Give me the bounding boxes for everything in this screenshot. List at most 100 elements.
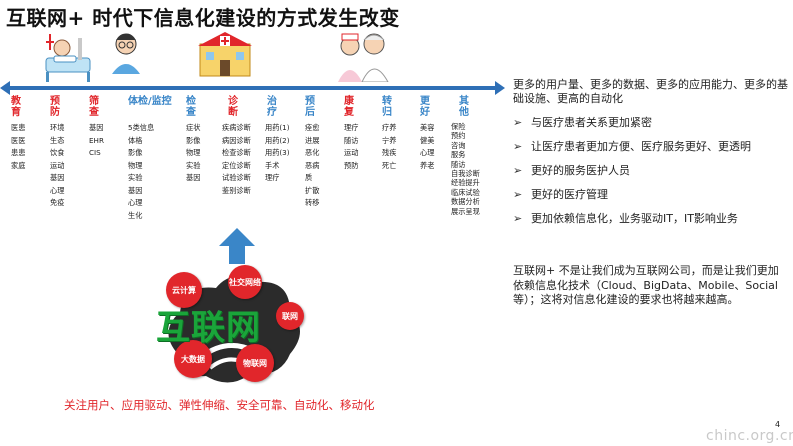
stage-item: 质 bbox=[305, 173, 313, 182]
stage-items: 环境 生态 饮食 运动 基因 心理 免疫 bbox=[50, 122, 64, 210]
stage-column-other: 其他 保险 预约 咨询 服务 随访 自我诊断 经验提升 临床试验 数据分析 展示… bbox=[451, 96, 480, 216]
hospital-illustration bbox=[198, 32, 252, 77]
benefit-item: ➢ 更加依赖信息化，业务驱动IT，IT影响业务 bbox=[513, 212, 788, 226]
stage-item: 恶病 bbox=[305, 160, 320, 170]
stage-items: 疗养 宁养 残疾 死亡 bbox=[382, 122, 396, 172]
timeline-left-arrow bbox=[0, 81, 10, 95]
stage-items: 保险 预约 咨询 服务 随访 自我诊断 经验提升 临床试验 数据分析 展示呈现 bbox=[451, 122, 480, 216]
stage-item: 恶化 bbox=[305, 148, 320, 157]
stage-items: 痊愈 进展 恶化 恶病 质 扩散 转移 bbox=[305, 122, 319, 210]
summary-paragraph: 互联网+ 不是让我们成为互联网公司，而是让我们更加依赖信息化技术（Cloud、B… bbox=[513, 264, 779, 306]
stage-item: 实验 bbox=[128, 173, 143, 182]
stage-item: 预约 bbox=[451, 131, 466, 141]
stage-heading: 治疗 bbox=[267, 96, 277, 118]
stage-item: 影像 bbox=[186, 135, 201, 145]
stage-item: 美容 bbox=[420, 123, 435, 132]
stage-column-examination: 检查 症状 影像 物理 实验 基因 bbox=[186, 96, 200, 185]
stage-item: 基因 bbox=[128, 185, 143, 195]
stage-column-prognosis: 预后 痊愈 进展 恶化 恶病 质 扩散 转移 bbox=[305, 96, 319, 210]
stage-item: 运动 bbox=[50, 160, 65, 170]
benefits-intro: 更多的用户量、更多的数据、更多的应用能力、更多的基础设施、更高的自动化 bbox=[513, 78, 788, 105]
stage-item: 医医 bbox=[11, 135, 26, 145]
stage-heading: 教育 bbox=[11, 96, 21, 118]
stage-item: 数据分析 bbox=[451, 197, 480, 207]
focus-keywords: 关注用户、应用驱动、弹性伸缩、安全可靠、自动化、移动化 bbox=[64, 398, 375, 412]
benefit-item: ➢ 更好的服务医护人员 bbox=[513, 164, 788, 178]
doctor-illustration bbox=[112, 33, 140, 74]
stage-item: 生态 bbox=[50, 135, 65, 145]
stage-column-treatment: 治疗 用药(1) 用药(2) 用药(3) 手术 理疗 bbox=[265, 96, 290, 185]
patient-in-bed-illustration bbox=[45, 34, 91, 82]
stage-column-prevention: 预防 环境 生态 饮食 运动 基因 心理 免疫 bbox=[50, 96, 64, 210]
stage-item: 5类信息 bbox=[128, 123, 155, 132]
stage-heading: 筛查 bbox=[89, 96, 99, 118]
stage-item: 保险 bbox=[451, 122, 466, 131]
stage-item: 自我诊断 bbox=[451, 169, 480, 179]
stage-item: 试验诊断 bbox=[222, 173, 251, 182]
stage-column-education: 教育 医患 医医 患患 家庭 bbox=[11, 96, 25, 172]
stage-item: EHR bbox=[89, 135, 104, 145]
stage-item: 家庭 bbox=[11, 160, 26, 170]
benefit-text: 更好的医疗管理 bbox=[531, 188, 608, 201]
stage-item: 进展 bbox=[305, 135, 320, 145]
chevron-bullet-icon: ➢ bbox=[513, 116, 523, 129]
stage-items: 5类信息 体格 影像 物理 实验 基因 心理 生化 bbox=[128, 122, 172, 222]
stage-heading: 体检/监控 bbox=[128, 96, 172, 107]
stage-item: 服务 bbox=[451, 150, 466, 160]
stage-item: 心理 bbox=[50, 185, 65, 195]
timeline-bar bbox=[6, 86, 496, 90]
timeline-right-arrow bbox=[495, 81, 505, 95]
stage-item: 理疗 bbox=[344, 123, 359, 132]
stage-items: 症状 影像 物理 实验 基因 bbox=[186, 122, 200, 185]
stage-item: 痊愈 bbox=[305, 123, 320, 132]
stage-item: 展示呈现 bbox=[451, 206, 480, 216]
stage-item: 死亡 bbox=[382, 160, 397, 170]
stage-item: 养老 bbox=[420, 160, 435, 170]
stage-item: 患患 bbox=[11, 148, 26, 157]
stage-item: 手术 bbox=[265, 160, 280, 170]
stage-item: 基因 bbox=[50, 173, 65, 182]
stage-items: 基因 EHR CIS bbox=[89, 122, 104, 160]
stage-item: 环境 bbox=[50, 123, 65, 132]
benefit-text: 让医疗患者更加方便、医疗服务更好、更透明 bbox=[531, 140, 751, 153]
social-network-bubble: 社交网络 bbox=[228, 265, 262, 299]
benefit-text: 更好的服务医护人员 bbox=[531, 164, 630, 177]
stage-heading: 其他 bbox=[459, 96, 469, 118]
stage-items: 疾病诊断 病因诊断 检查诊断 定位诊断 试验诊断 鉴别诊断 bbox=[222, 122, 251, 197]
stage-heading: 更好 bbox=[420, 96, 430, 118]
internet-plus-wordmark: 互联网 bbox=[156, 308, 261, 348]
benefit-item: ➢ 与医疗患者关系更加紧密 bbox=[513, 116, 788, 130]
stage-item: 用药(2) bbox=[265, 135, 290, 145]
stage-items: 美容 健美 心理 养老 bbox=[420, 122, 434, 172]
stage-item: 检查诊断 bbox=[222, 148, 251, 157]
stage-item: 医患 bbox=[11, 123, 26, 132]
page-number: 4 bbox=[775, 420, 781, 429]
stage-item: 扩散 bbox=[305, 185, 320, 195]
stage-item: 物理 bbox=[186, 148, 201, 157]
stage-item: 心理 bbox=[420, 148, 435, 157]
benefit-text: 与医疗患者关系更加紧密 bbox=[531, 116, 652, 129]
stage-heading: 预防 bbox=[50, 96, 60, 118]
benefit-text: 更加依赖信息化，业务驱动IT，IT影响业务 bbox=[531, 212, 738, 225]
stage-heading: 诊断 bbox=[228, 96, 238, 118]
watermark: chinc.org.cn bbox=[706, 428, 793, 444]
benefits-panel: 更多的用户量、更多的数据、更多的应用能力、更多的基础设施、更高的自动化 ➢ 与医… bbox=[513, 78, 788, 226]
internet-bubble: 联网 bbox=[276, 302, 304, 330]
stage-item: 咨询 bbox=[451, 140, 466, 150]
stage-item: 随访 bbox=[344, 135, 359, 145]
benefit-item: ➢ 让医疗患者更加方便、医疗服务更好、更透明 bbox=[513, 140, 788, 154]
stage-item: 饮食 bbox=[50, 148, 65, 157]
stage-item: 运动 bbox=[344, 148, 359, 157]
nurse-and-doctor-illustration bbox=[338, 33, 389, 82]
stage-item: 病因诊断 bbox=[222, 135, 251, 145]
stage-items: 用药(1) 用药(2) 用药(3) 手术 理疗 bbox=[265, 122, 290, 185]
stage-column-screening: 筛查 基因 EHR CIS bbox=[89, 96, 104, 160]
stage-item: 体格 bbox=[128, 135, 143, 145]
stage-item: 实验 bbox=[186, 160, 201, 170]
up-arrow-icon bbox=[219, 228, 255, 264]
cloud-computing-bubble: 云计算 bbox=[166, 272, 202, 308]
stage-item: 基因 bbox=[186, 173, 201, 182]
stage-item: 随访 bbox=[451, 159, 466, 169]
stage-column-diagnosis: 诊断 疾病诊断 病因诊断 检查诊断 定位诊断 试验诊断 鉴别诊断 bbox=[222, 96, 251, 197]
stage-item: 经验提升 bbox=[451, 178, 480, 188]
